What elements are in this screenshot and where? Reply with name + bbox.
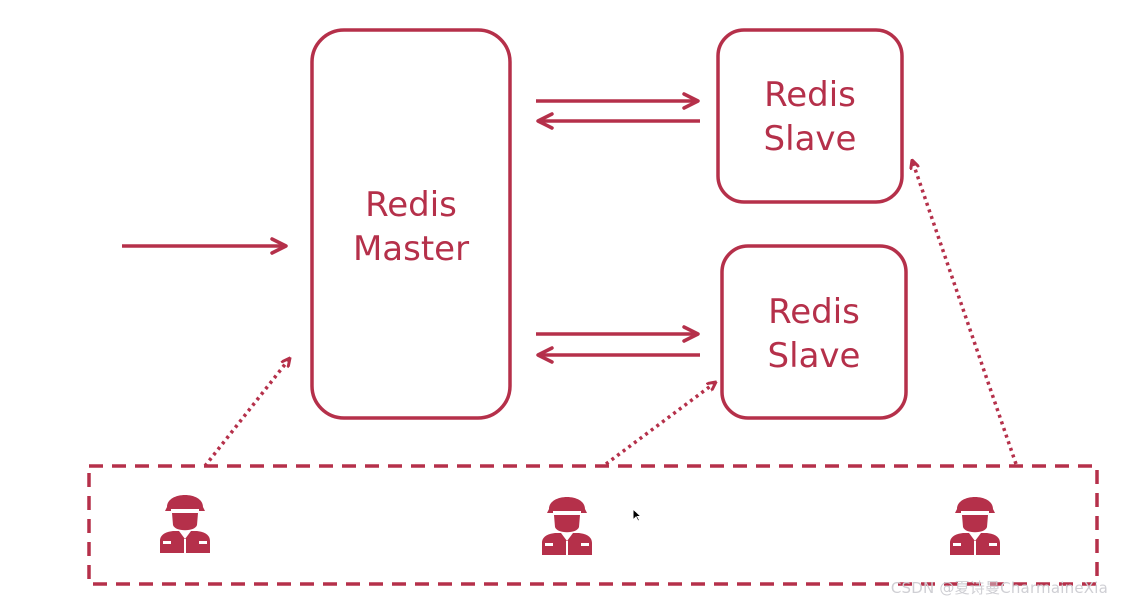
slave-bottom-label-line2: Slave (768, 336, 861, 376)
master-label-line1: Redis (365, 185, 457, 225)
master-label-line2: Master (353, 229, 469, 269)
sentinel-soldier-icon (541, 496, 593, 556)
sentinel-monitor-master-arrow (203, 358, 290, 468)
sentinel-monitor-slave-bottom-arrow (604, 382, 716, 466)
slave-bottom-label-line1: Redis (768, 292, 860, 332)
slave-top-label-line2: Slave (764, 119, 857, 159)
mouse-cursor-icon (632, 508, 642, 522)
sentinel-group-box (87, 464, 1099, 586)
slave-top-label-line1: Redis (764, 75, 856, 115)
sentinel-soldier-icon (159, 494, 211, 554)
redis-master-node: Redis Master (310, 28, 512, 420)
csdn-watermark: CSDN @夏诗曼CharmaineXia (890, 579, 1108, 597)
redis-slave-bottom-node: Redis Slave (720, 244, 908, 420)
sentinel-soldier-icon (949, 496, 1001, 556)
redis-slave-top-node: Redis Slave (716, 28, 904, 204)
sentinel-monitor-slave-top-arrow (912, 160, 1018, 465)
